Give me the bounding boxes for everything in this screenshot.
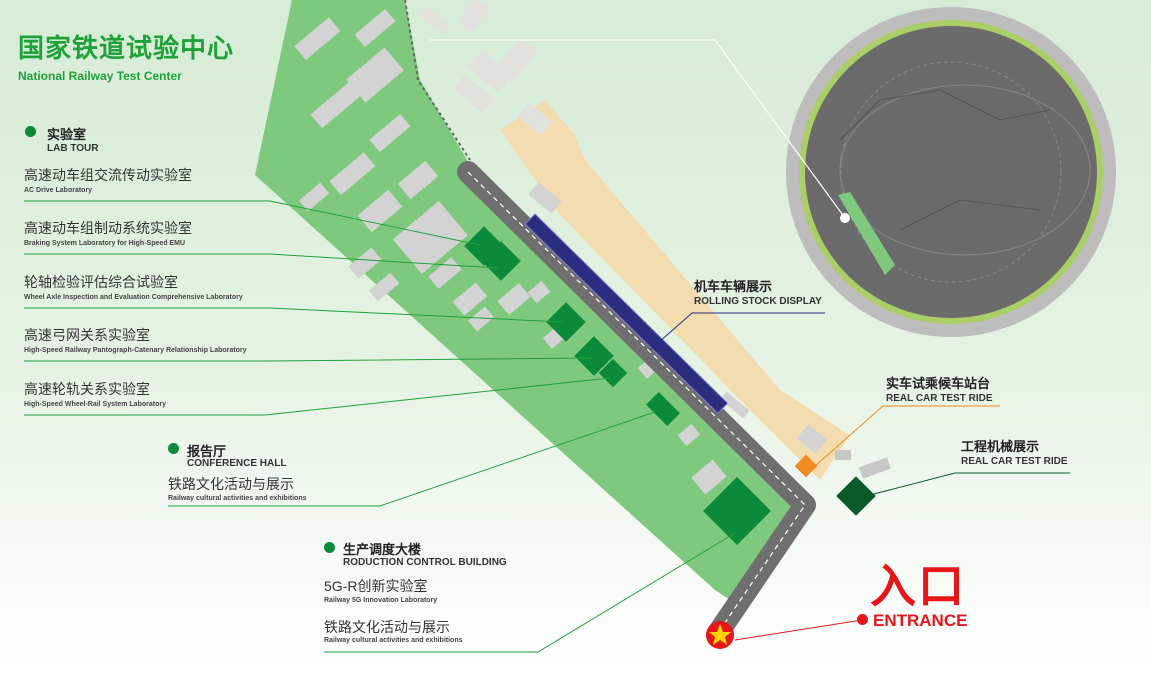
lab-buildings <box>464 226 771 545</box>
lab-bullet <box>25 126 36 137</box>
production-bullet <box>324 542 335 553</box>
conference-heading-en: CONFERENCE HALL <box>187 458 287 469</box>
entrance-label[interactable]: 入口 <box>870 560 966 612</box>
entrance-leader <box>734 619 863 641</box>
lab-item-wheel-rail-en: High-Speed Wheel-Rail System Laboratory <box>24 401 166 408</box>
lab-heading: 实验室 <box>47 127 87 142</box>
production-item-5g-en: Railway 5G Innovation Laboratory <box>324 597 438 604</box>
conference-item-culture[interactable]: 铁路文化活动与展示 <box>168 476 294 492</box>
boundary-dashed-line <box>404 0 471 161</box>
page-subtitle: National Railway Test Center <box>18 69 182 83</box>
star-icon[interactable] <box>706 621 734 649</box>
outer-buildings <box>419 0 892 479</box>
machinery-leader <box>869 472 1070 496</box>
conference-item-culture-en: Railway cultural activities and exhibiti… <box>168 495 307 502</box>
test-ride-platform <box>794 454 818 478</box>
machinery-label[interactable]: 工程机械展示 <box>961 439 1040 454</box>
production-item-culture[interactable]: 铁路文化活动与展示 <box>324 619 450 635</box>
lab-heading-en: LAB TOUR <box>47 143 99 154</box>
lab-item-wheel-rail[interactable]: 高速轮轨关系实验室 <box>24 381 150 397</box>
inset-map <box>786 7 1116 337</box>
page-title: 国家铁道试验中心 <box>18 33 235 63</box>
main-road-centerline <box>467 171 806 631</box>
lab-item-braking-en: Braking System Laboratory for High-Speed… <box>24 240 186 247</box>
rolling-stock-leader <box>649 312 825 351</box>
leader-lines <box>24 200 736 653</box>
conference-bullet <box>168 443 179 454</box>
machinery-label-en: REAL CAR TEST RIDE <box>961 456 1068 467</box>
conference-heading: 报告厅 <box>187 444 227 459</box>
entrance-label-en: ENTRANCE <box>873 611 968 630</box>
inset-location-marker <box>840 213 850 223</box>
lab-item-ac-drive[interactable]: 高速动车组交流传动实验室 <box>24 167 192 183</box>
lab-item-wheel-axle[interactable]: 轮轴检验评估综合试验室 <box>24 274 178 290</box>
lab-item-pantograph[interactable]: 高速弓网关系实验室 <box>24 327 150 343</box>
production-heading: 生产调度大楼 <box>343 542 422 557</box>
rolling-stock-label[interactable]: 机车车辆展示 <box>694 279 773 294</box>
production-item-culture-en: Railway cultural activities and exhibiti… <box>324 637 463 644</box>
campus-buildings <box>294 9 827 495</box>
machinery-display <box>836 476 876 516</box>
test-ride-leader <box>814 405 1000 467</box>
production-item-5g[interactable]: 5G-R创新实验室 <box>324 578 428 594</box>
lab-item-pantograph-en: High-Speed Railway Pantograph-Catenary R… <box>24 347 247 354</box>
rolling-stock-label-en: ROLLING STOCK DISPLAY <box>694 296 822 307</box>
lab-item-braking[interactable]: 高速动车组制动系统实验室 <box>24 220 192 236</box>
sand-zone <box>500 100 850 480</box>
test-ride-label-en: REAL CAR TEST RIDE <box>886 393 993 404</box>
production-heading-en: RODUCTION CONTROL BUILDING <box>343 557 507 568</box>
lab-item-wheel-axle-en: Wheel Axle Inspection and Evaluation Com… <box>24 294 243 301</box>
lab-item-ac-drive-en: AC Drive Laboratory <box>24 187 93 194</box>
inset-leader <box>430 39 846 219</box>
test-ride-label[interactable]: 实车试乘候车站台 <box>886 376 991 391</box>
rolling-stock-track <box>524 213 729 414</box>
entrance-bullet <box>857 614 868 625</box>
